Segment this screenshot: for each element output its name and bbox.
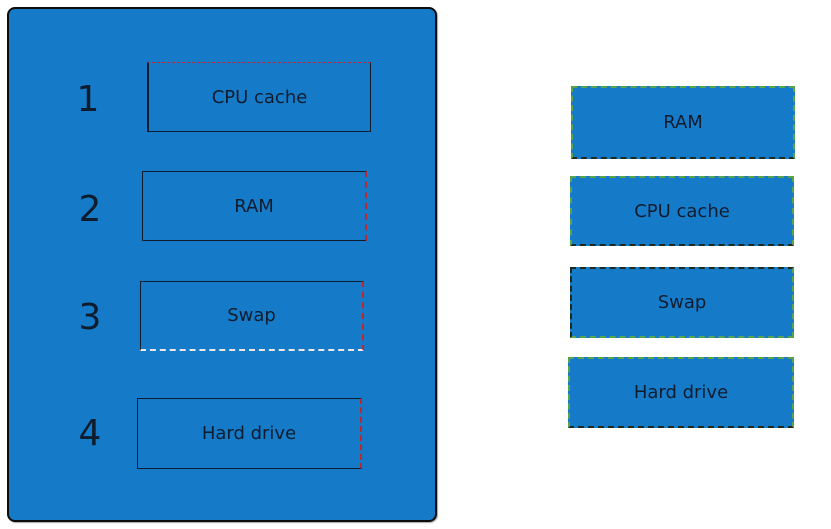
drop-slot-2-label: RAM	[234, 195, 274, 217]
drop-slot-1-label: CPU cache	[211, 86, 308, 108]
option-ram-label: RAM	[663, 112, 703, 133]
drop-slot-4-label: Hard drive	[201, 423, 297, 444]
drop-slot-1[interactable]: CPU cache	[147, 62, 371, 132]
slot-number-4: 4	[78, 413, 102, 454]
slot-number-3: 3	[78, 297, 102, 338]
option-hard-drive-label: Hard drive	[633, 382, 729, 403]
slot-number-2: 2	[78, 189, 102, 230]
option-ram[interactable]: RAM	[571, 86, 795, 159]
drop-slot-2[interactable]: RAM	[142, 171, 367, 241]
option-swap[interactable]: Swap	[570, 267, 794, 338]
slot-number-1: 1	[76, 79, 100, 120]
drop-slot-3[interactable]: Swap	[140, 281, 364, 351]
option-cpu-cache-label: CPU cache	[634, 200, 730, 222]
option-swap-label: Swap	[657, 292, 707, 313]
option-hard-drive[interactable]: Hard drive	[568, 357, 794, 428]
option-cpu-cache[interactable]: CPU cache	[570, 176, 794, 246]
drop-slot-4[interactable]: Hard drive	[137, 398, 362, 469]
drop-slot-3-label: Swap	[227, 305, 276, 326]
